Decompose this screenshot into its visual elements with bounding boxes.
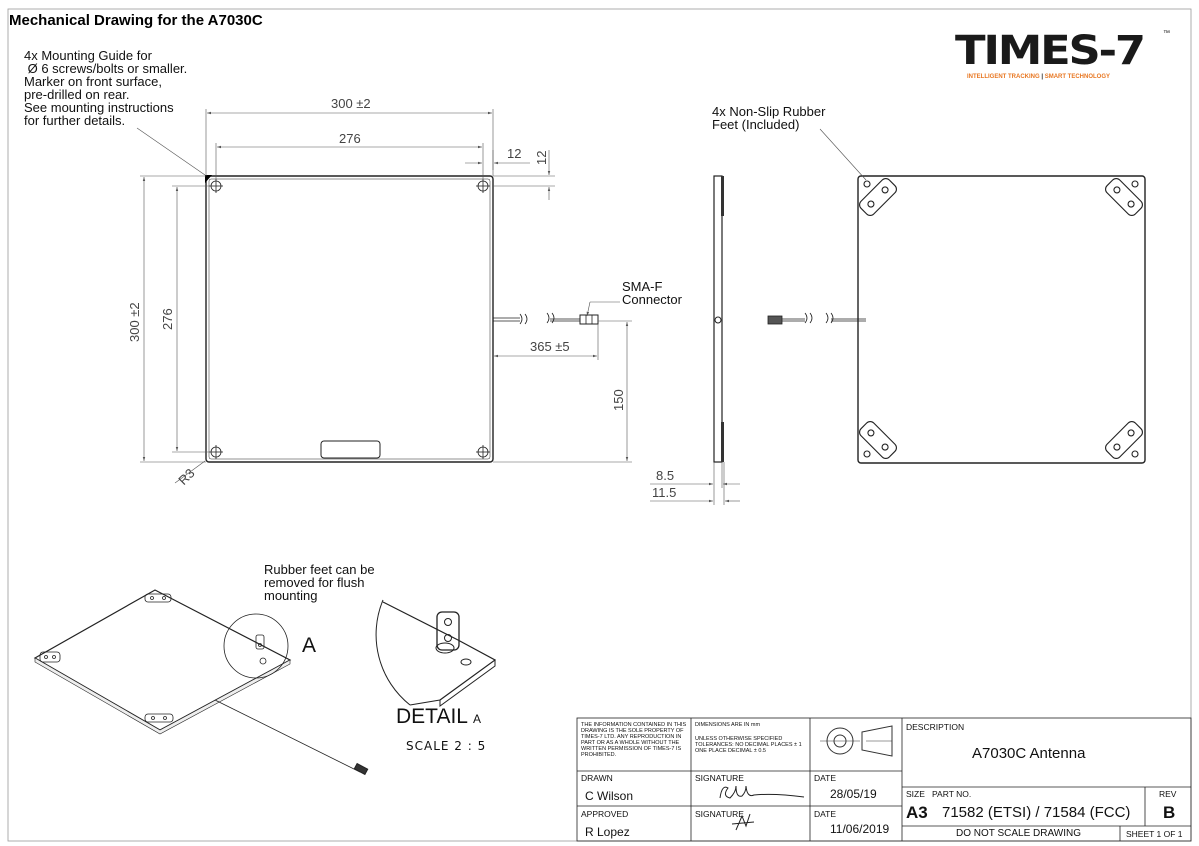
- dim-edge-offset-y: 12: [534, 150, 549, 165]
- logo-wordmark: TIMES-7: [955, 28, 1146, 74]
- dim-thickness-body: 8.5: [656, 468, 675, 483]
- iso-feet: [39, 593, 267, 723]
- dim-hole-spacing-y: 276: [160, 308, 175, 330]
- part-no-value: 71582 (ETSI) / 71584 (FCC): [942, 804, 1131, 821]
- front-panel-outline: [205, 175, 494, 463]
- approved-signature-label: SIGNATURE: [695, 809, 744, 819]
- logo-tag-sep: |: [1039, 74, 1045, 80]
- side-panel-outline: [713, 175, 723, 463]
- part-no-label: PART NO.: [932, 789, 972, 799]
- detail-title-text: DETAIL: [396, 705, 468, 728]
- units-note: DIMENSIONS ARE IN mm: [695, 722, 761, 728]
- detail-title: DETAIL A: [396, 705, 481, 729]
- detail-title-suffix: A: [473, 712, 482, 726]
- rear-panel-outline: [857, 175, 1146, 464]
- front-panel-inner: [208, 178, 491, 460]
- rev-label: REV: [1159, 789, 1177, 799]
- detail-callout-label: A: [302, 634, 317, 657]
- description-value: A7030C Antenna: [972, 745, 1086, 762]
- side-view: [713, 175, 813, 463]
- projection-symbol: [820, 725, 893, 757]
- tolerance-note: UNLESS OTHERWISE SPECIFIED TOLERANCES: N…: [695, 736, 802, 754]
- page-title: Mechanical Drawing for the A7030C: [9, 12, 263, 29]
- label-window: [320, 440, 381, 459]
- rev-value: B: [1163, 803, 1176, 822]
- drawn-date-label: DATE: [814, 773, 837, 783]
- drawn-date: 28/05/19: [830, 787, 877, 801]
- dim-overall-width: 300 ±2: [331, 96, 371, 111]
- dim-edge-offset-x: 12: [507, 146, 522, 161]
- rubber-feet-note: 4x Non-Slip Rubber Feet (Included): [712, 104, 826, 132]
- do-not-scale: DO NOT SCALE DRAWING: [956, 828, 1082, 839]
- detail-a-view: [375, 599, 497, 707]
- dim-cable-length: 365 ±5: [530, 339, 570, 354]
- front-view: [205, 175, 599, 463]
- sheet-number: SHEET 1 OF 1: [1126, 829, 1183, 839]
- trademark-mark: ™: [1163, 30, 1170, 37]
- approved-date: 11/06/2019: [830, 822, 890, 836]
- isometric-view: [33, 589, 369, 776]
- dim-connector-height: 150: [611, 389, 626, 411]
- proprietary-notice: THE INFORMATION CONTAINED IN THIS DRAWIN…: [581, 722, 687, 758]
- approved-label: APPROVED: [581, 809, 629, 819]
- size-label: SIZE: [906, 789, 925, 799]
- drawn-signature-label: SIGNATURE: [695, 773, 744, 783]
- front-cable: [493, 312, 599, 325]
- connector-note: SMA-F Connector: [622, 279, 682, 307]
- approved-by: R Lopez: [585, 825, 630, 839]
- detail-scale: SCALE 2 : 5: [406, 739, 487, 753]
- logo-tag-left: INTELLIGENT TRACKING: [967, 74, 1040, 80]
- mount-marker: [205, 175, 212, 183]
- title-block-grid: [576, 717, 1192, 842]
- drawn-label: DRAWN: [581, 773, 613, 783]
- description-label: DESCRIPTION: [906, 722, 965, 732]
- detail-circle: [223, 613, 289, 679]
- dim-hole-spacing-x: 276: [339, 131, 361, 146]
- approved-signature: [731, 813, 755, 831]
- iso-cable: [214, 699, 361, 773]
- front-dimensions: [136, 109, 632, 484]
- logo-tag-right: SMART TECHNOLOGY: [1044, 74, 1111, 80]
- logo-tagline: INTELLIGENT TRACKING | SMART TECHNOLOGY: [967, 74, 1110, 80]
- drawn-signature: [719, 785, 805, 799]
- side-dimensions: [650, 462, 740, 505]
- rear-cable: [825, 312, 866, 324]
- rear-view: [819, 128, 1146, 464]
- mounting-guide-note: 4x Mounting Guide for Ø 6 screws/bolts o…: [24, 48, 188, 128]
- rubber-feet: [859, 178, 1143, 459]
- dim-overall-height: 300 ±2: [127, 302, 142, 342]
- dim-thickness-total: 11.5: [652, 485, 677, 500]
- side-cable: [767, 312, 813, 325]
- rubber-removable-note: Rubber feet can be removed for flush mou…: [264, 562, 375, 603]
- approved-date-label: DATE: [814, 809, 837, 819]
- size-value: A3: [906, 803, 928, 822]
- drawn-by: C Wilson: [585, 789, 634, 803]
- mounting-holes: [209, 179, 490, 459]
- times7-logo: TIMES-7 ™ INTELLIGENT TRACKING | SMART T…: [955, 24, 1180, 84]
